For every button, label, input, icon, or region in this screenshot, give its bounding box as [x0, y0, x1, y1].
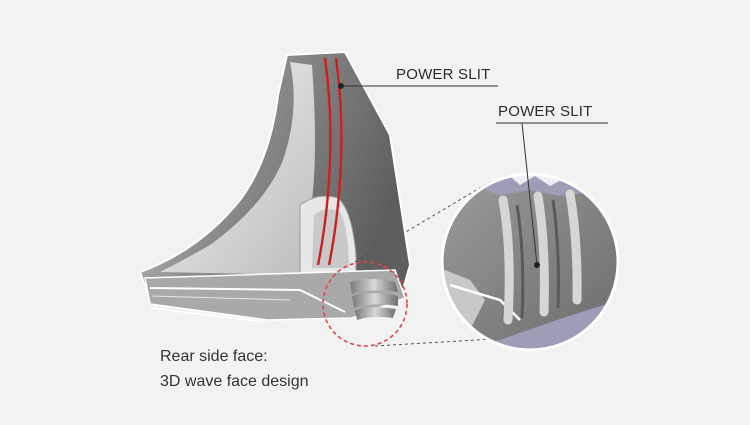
power-slit-label-zoom: POWER SLIT: [498, 103, 593, 120]
zoom-detail: [440, 172, 620, 352]
caption: Rear side face: 3D wave face design: [160, 344, 309, 394]
power-slit-grooves: [316, 57, 343, 266]
caption-line-2: 3D wave face design: [160, 373, 309, 390]
zoom-connector-lines: [354, 181, 511, 347]
wave-ridges: [350, 279, 398, 320]
callout-leaders: [338, 83, 608, 268]
caption-line-1: Rear side face:: [160, 348, 268, 365]
highlight-circle: [322, 261, 408, 347]
club-head: [138, 50, 412, 323]
power-slit-label-top: POWER SLIT: [396, 66, 491, 83]
